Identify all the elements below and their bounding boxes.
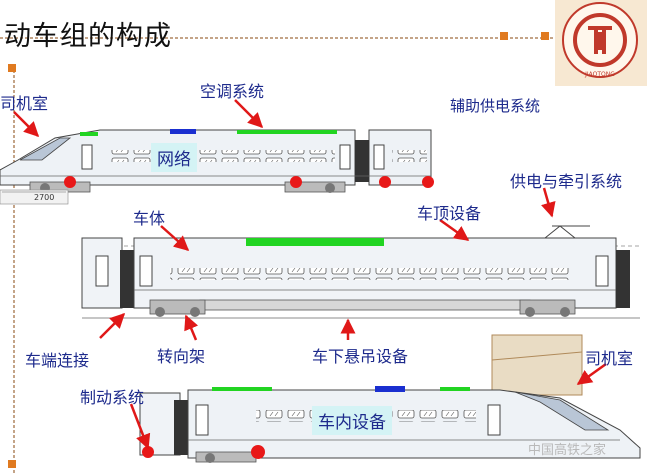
label-bogie: 转向架 — [157, 347, 206, 366]
university-logo — [555, 0, 647, 86]
arrows — [13, 99, 607, 450]
bottom-train — [139, 334, 641, 463]
middle-train — [81, 225, 640, 319]
label-cab-top: 司机室 — [0, 94, 49, 113]
arrow-roof — [439, 218, 470, 242]
arrow-aircon — [234, 99, 264, 129]
page-title: 动车组的构成 — [4, 21, 172, 52]
label-aux-power: 辅助供电系统 — [450, 97, 541, 115]
deco-square — [500, 32, 508, 40]
label-cab-bottom: 司机室 — [585, 349, 634, 368]
label-carbody: 车体 — [133, 209, 166, 228]
dimension-label: 2700 — [34, 193, 54, 202]
arrow-brake — [129, 403, 151, 450]
deco-square — [8, 460, 16, 468]
arrow-cab-bottom — [576, 362, 607, 386]
top-train — [0, 129, 434, 205]
label-traction: 供电与牵引系统 — [510, 172, 623, 191]
label-interior: 车内设备 — [312, 406, 392, 435]
arrow-traction — [541, 187, 556, 218]
label-underframe: 车下悬吊设备 — [312, 347, 409, 366]
arrow-carbody — [160, 225, 190, 251]
arrow-coupling — [99, 312, 126, 339]
label-coupling: 车端连接 — [25, 351, 90, 370]
deco-square — [541, 32, 549, 40]
arrow-cab-top — [13, 111, 40, 138]
watermark: 中国高铁之家 — [528, 443, 607, 458]
label-brake: 制动系统 — [80, 388, 145, 407]
label-roof-equipment: 车顶设备 — [417, 204, 482, 223]
deco-square — [8, 64, 16, 72]
label-network: 网络 — [151, 143, 197, 172]
logo-text: JIAOTONG — [584, 71, 615, 78]
arrow-bogie — [184, 314, 199, 341]
label-aircon: 空调系统 — [200, 82, 265, 101]
